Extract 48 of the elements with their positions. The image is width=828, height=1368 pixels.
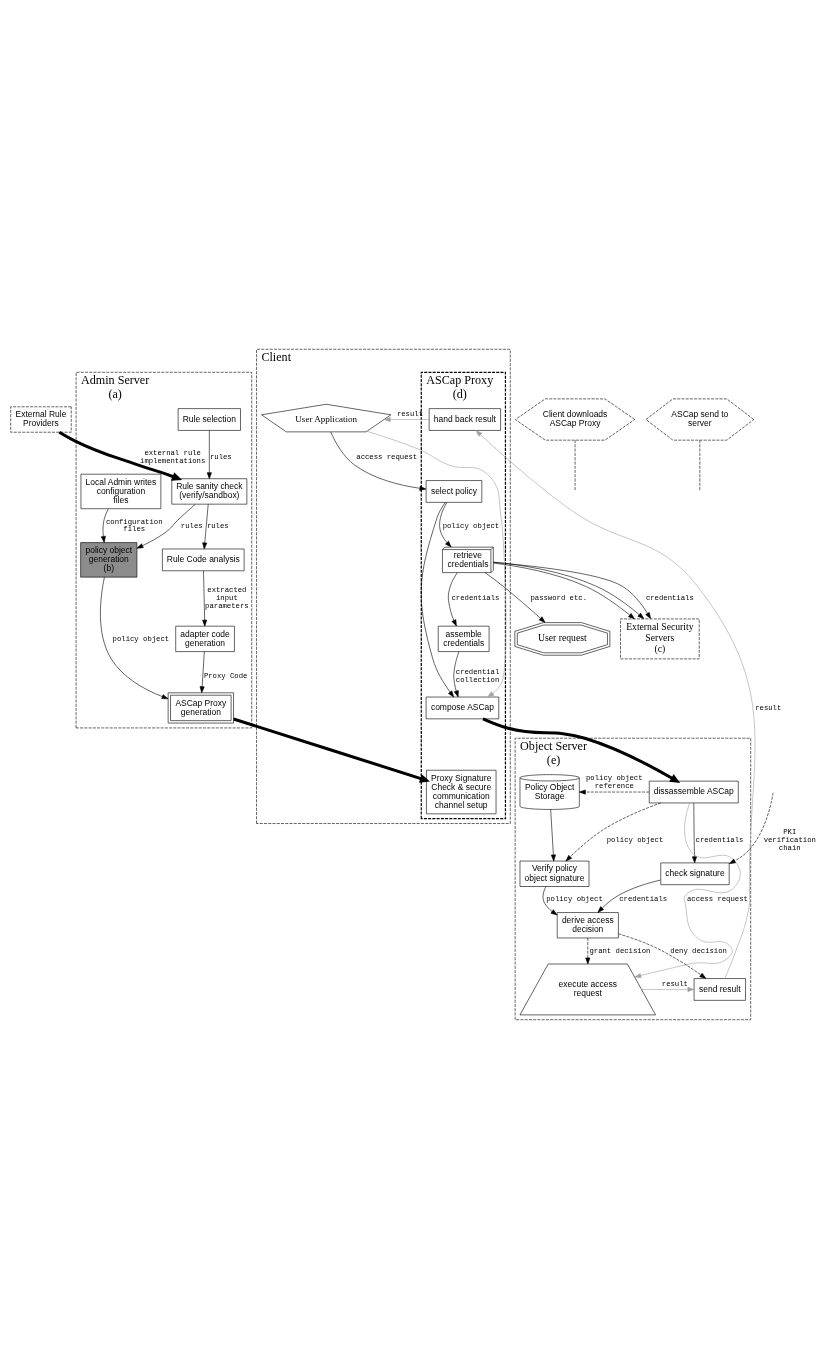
arrow [100,508,109,543]
arrow [634,802,741,978]
arrow [206,429,212,479]
node-box: send result [693,977,746,1001]
arrow [692,802,697,863]
node-box: Rule selection [177,407,241,431]
arrow [728,791,774,864]
arrow [453,650,460,697]
arrow [233,717,430,783]
arrow [565,802,662,861]
arrow [439,501,452,547]
arrow [484,571,546,623]
arrow [550,808,556,861]
arrow [100,576,169,699]
arrow [585,937,591,964]
node-box: Rule sanity check (verify/sandbox) [171,477,248,504]
node-box: External Security Servers (c) [620,618,700,659]
arrow [618,933,707,979]
node-box: Rule Code analysis [162,548,245,571]
arrow [202,503,209,549]
arrow [579,789,650,794]
node-box: dissassemble ASCap [648,780,739,803]
arrow [475,429,756,979]
node-box: select policy [425,479,483,503]
node-box: hand back result [428,407,501,431]
arrow [383,416,430,422]
arrow [202,570,208,626]
node-box: External Rule Providers [10,406,72,433]
arrow [482,716,681,783]
arrow [641,986,695,992]
node-box: compose ASCap [425,696,500,719]
arrow [136,503,196,549]
arrow [597,879,661,913]
node-box: Proxy Signature Check & secure communication channel setup [426,769,497,814]
node-box: Verify policy object signature [519,860,590,887]
node-box: adapter code generation [175,625,235,652]
node-box: Local Admin writes configuration files [80,473,162,509]
node-box: check signature [660,862,730,885]
arrow [58,430,183,481]
arrow [420,501,455,697]
node-box: derive access decision [556,911,619,938]
node-box: policy object generation (b) [80,541,138,577]
node-box: assemble credentials [437,625,490,652]
arrow [330,431,427,491]
arrow [366,430,507,697]
arrow [199,650,205,693]
arrow [448,572,458,626]
arrow [542,885,558,915]
